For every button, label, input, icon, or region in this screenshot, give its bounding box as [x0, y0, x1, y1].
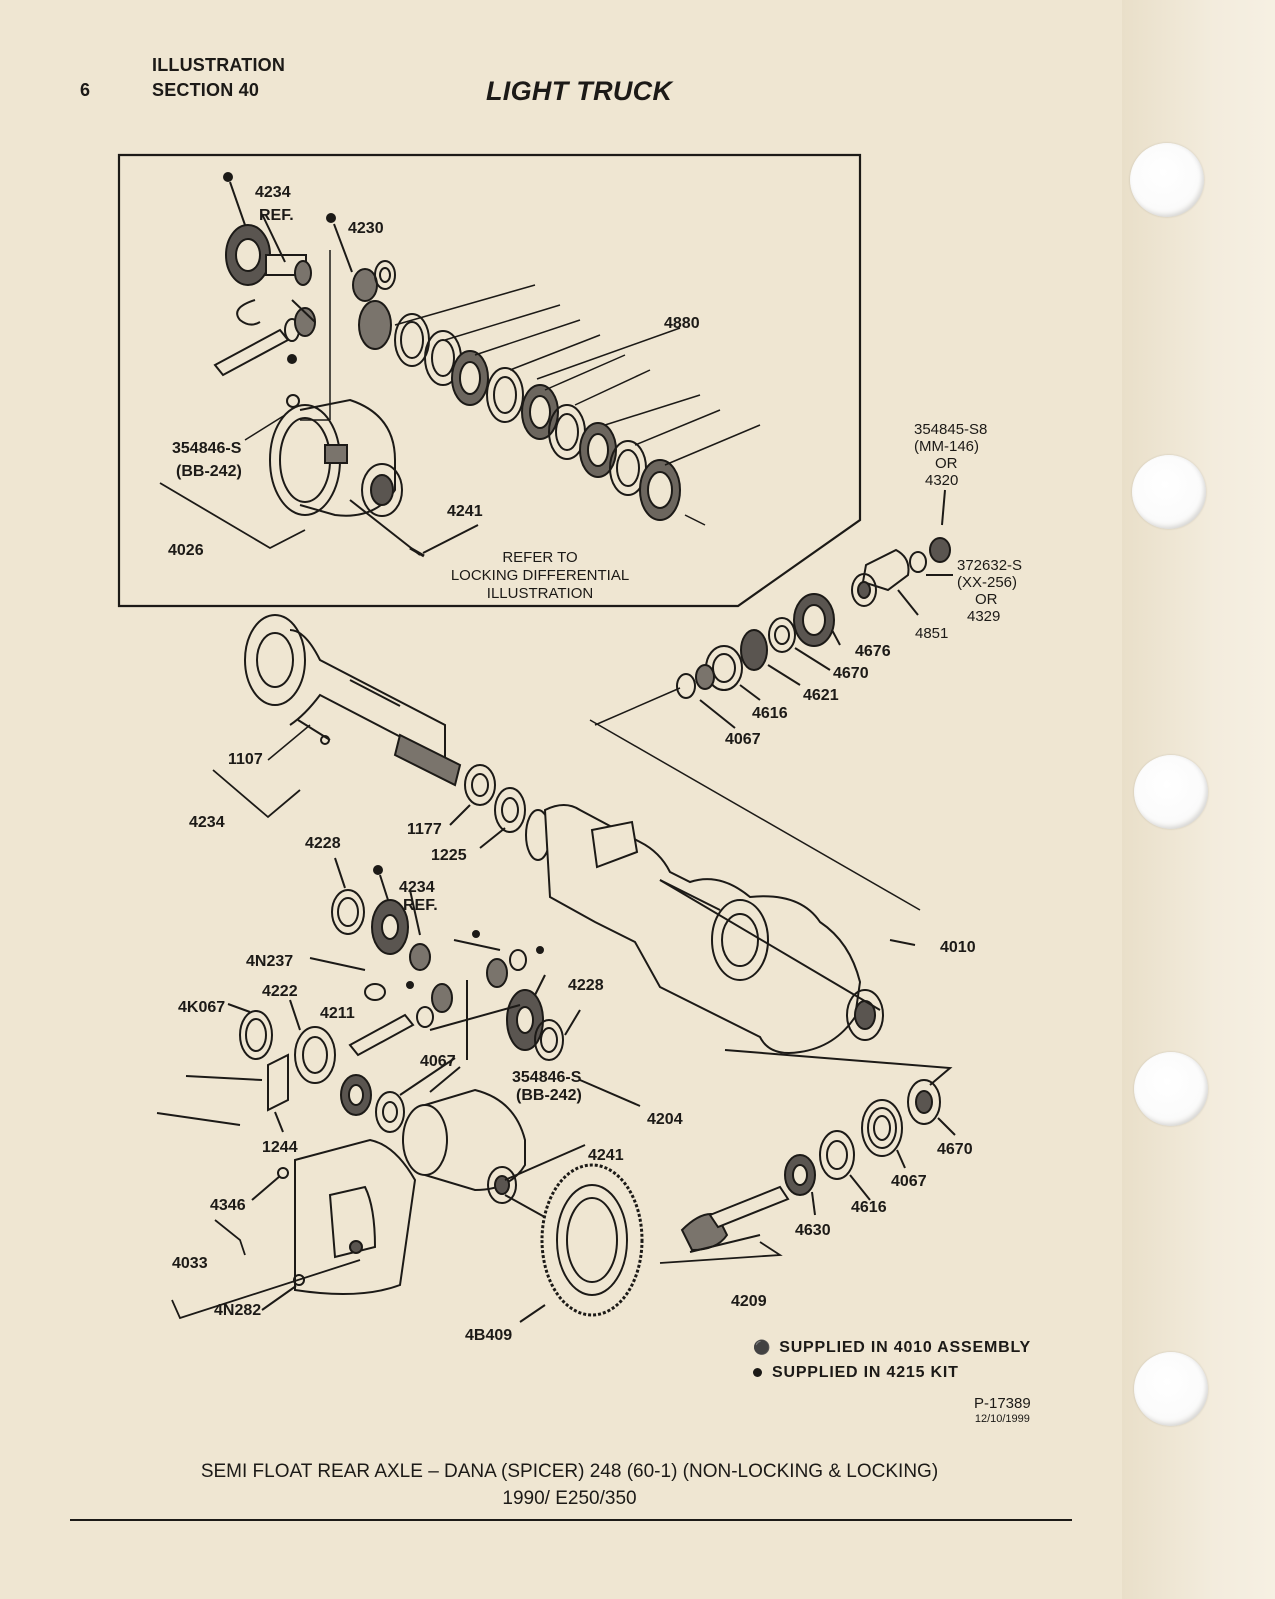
label-1225: 1225: [431, 847, 467, 864]
label-4616-top: 4616: [752, 705, 788, 722]
label-4241-top: 4241: [447, 503, 483, 520]
label-4n282: 4N282: [214, 1302, 261, 1319]
inset-differential-case: [269, 394, 479, 558]
label-4880: 4880: [664, 315, 700, 332]
label-4k067: 4K067: [178, 999, 225, 1016]
ring-and-pinion: [519, 1163, 790, 1323]
legend-item-4215-kit: SUPPLIED IN 4215 KIT: [753, 1364, 959, 1382]
label-4676: 4676: [855, 643, 891, 660]
label-4209: 4209: [731, 1293, 767, 1310]
kit-bullet-icon: [753, 1368, 762, 1378]
label-354845-s8: 354845-S8: [914, 421, 987, 438]
label-4616-bottom: 4616: [851, 1199, 887, 1216]
label-4067-mid: 4067: [420, 1053, 456, 1070]
binder-hole-1: [1130, 143, 1204, 217]
page-title: LIGHT TRUCK: [486, 76, 673, 106]
label-4670-top: 4670: [833, 665, 869, 682]
label-372632-or: OR: [975, 591, 998, 608]
inset-side-gear: [223, 172, 312, 286]
cover-bracket-4n282: [171, 1259, 361, 1320]
part-number-date: 12/10/1999: [974, 1413, 1030, 1425]
label-354846-top: 354846-S: [172, 440, 242, 457]
inset-note-line2: LOCKING DIFFERENTIAL: [451, 567, 629, 584]
axle-bracket-leader: [267, 724, 311, 761]
axle-shaft: [244, 614, 462, 787]
label-4346: 4346: [210, 1197, 246, 1214]
label-372632-xx256: (XX-256): [957, 574, 1017, 591]
label-4621: 4621: [803, 687, 839, 704]
binder-hole-3: [1134, 755, 1208, 829]
label-4211: 4211: [320, 1005, 355, 1022]
label-4222: 4222: [262, 983, 298, 1000]
inset-354846-leader: [244, 414, 286, 441]
label-4630: 4630: [795, 1222, 831, 1239]
label-4n237: 4N237: [246, 953, 293, 970]
supplied-assembly-icon: ⚫: [753, 1339, 772, 1355]
binder-hole-5: [1134, 1352, 1208, 1426]
part-number-code: P-17389: [974, 1395, 1031, 1412]
label-1107: 1107: [228, 751, 263, 768]
label-4033: 4033: [172, 1255, 208, 1272]
label-372632-s: 372632-S: [957, 557, 1022, 574]
label-4241-bottom: 4241: [588, 1147, 624, 1164]
inset-frame: [117, 153, 862, 608]
label-4234-ref-top-sub: REF.: [259, 207, 294, 224]
axle-housing: [525, 804, 916, 1054]
label-4234: 4234: [189, 814, 225, 831]
label-354846-lower: 354846-S: [512, 1069, 582, 1086]
caption-title: SEMI FLOAT REAR AXLE – DANA (SPICER) 248…: [200, 1461, 939, 1482]
label-354846-top-sub: (BB-242): [176, 463, 242, 480]
part-number-block: P-17389 12/10/1999: [974, 1395, 1031, 1426]
lower-differential-case: [402, 1079, 641, 1221]
lower-seal-bearings: [156, 999, 461, 1133]
axle-to-housing-leader: [589, 719, 921, 911]
section-label-line2: SECTION 40: [152, 80, 260, 100]
inset-pinion-shaft: [213, 299, 316, 377]
label-4067-bottom: 4067: [891, 1173, 927, 1190]
label-4230: 4230: [348, 220, 384, 237]
label-4234-ref-lower: 4234: [399, 879, 435, 896]
label-4026: 4026: [168, 542, 204, 559]
label-4228-top: 4228: [305, 835, 341, 852]
inset-leader-lines: [300, 250, 761, 526]
label-354846-lower-sub: (BB-242): [516, 1087, 582, 1104]
label-354845-4320: 4320: [925, 472, 958, 489]
inset-clutch-stack: [358, 300, 681, 521]
lower-pinion-bearings: [724, 1049, 956, 1216]
axle-bracket: [212, 769, 301, 819]
label-4067-top: 4067: [725, 731, 761, 748]
caption-model: 1990/ E250/350: [502, 1488, 637, 1509]
label-1244: 1244: [262, 1139, 298, 1156]
label-372632-4329: 4329: [967, 608, 1000, 625]
label-4204: 4204: [647, 1111, 683, 1128]
label-4234-ref-top: 4234: [255, 184, 291, 201]
inset-thrust-washer: [236, 213, 396, 326]
label-4851: 4851: [915, 625, 948, 642]
label-4670-bottom: 4670: [937, 1141, 973, 1158]
axle-bearing-seal: [449, 764, 526, 849]
label-4234-ref-lower-sub: REF.: [403, 897, 438, 914]
ring-pinion-bracket: [659, 1241, 783, 1264]
inset-note-line3: ILLUSTRATION: [487, 585, 593, 602]
cover-bracket-4033: [214, 1219, 246, 1256]
binder-hole-2: [1132, 455, 1206, 529]
diff-cover: [251, 1138, 417, 1311]
legend-item-4010-assembly: ⚫SUPPLIED IN 4010 ASSEMBLY: [753, 1339, 1032, 1356]
footer-rule: [70, 1519, 1072, 1521]
inset-4026-bracket: [159, 482, 306, 550]
lower-differential-parts: [309, 857, 581, 1061]
binder-hole-4: [1134, 1052, 1208, 1126]
pinion-stack-leader: [594, 687, 681, 726]
section-label-line1: ILLUSTRATION: [152, 55, 286, 75]
inset-note-line1: REFER TO: [502, 549, 577, 566]
label-354845-or: OR: [935, 455, 958, 472]
label-1177: 1177: [407, 821, 442, 838]
pinion-yoke-stack: [676, 489, 953, 729]
label-354845-mm146: (MM-146): [914, 438, 979, 455]
label-4010: 4010: [940, 939, 976, 956]
label-4228-mid: 4228: [568, 977, 604, 994]
label-4b409: 4B409: [465, 1327, 512, 1344]
page-number: 6: [80, 80, 91, 100]
